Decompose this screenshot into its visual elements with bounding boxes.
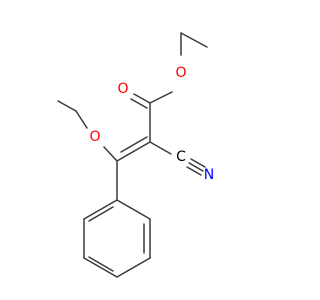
bond-ethyl-ch3-ch2 xyxy=(180,32,208,48)
bond-methoxy-ch3 xyxy=(75,110,88,129)
bond-ring-1 xyxy=(116,199,151,220)
atom-methoxy-oxygen: O xyxy=(89,129,100,145)
bond-alpha-beta-double-1 xyxy=(116,141,151,162)
bond-ring-inner-3 xyxy=(88,206,114,222)
atom-ester-oxygen: O xyxy=(175,65,186,81)
bond-ring-6 xyxy=(83,199,118,220)
bond-ring-3 xyxy=(116,257,151,278)
bond-carbonyl-double-1 xyxy=(133,93,151,104)
atom-carbonyl-oxygen: O xyxy=(117,81,128,97)
bond-nitrile-triple-3 xyxy=(190,158,206,168)
structure-diagram: O O O C N xyxy=(57,32,215,278)
bond-nitrile-triple-1 xyxy=(188,162,204,172)
atom-nitrile-nitrogen: N xyxy=(204,167,214,183)
bond-alpha-nitrile xyxy=(149,141,172,155)
bond-beta-methoxy-o xyxy=(103,146,118,162)
bond-ester-o-c xyxy=(149,91,173,104)
bond-ring-4 xyxy=(83,257,118,278)
bond-nitrile-triple-2 xyxy=(186,166,202,176)
bond-carbonyl-double-2 xyxy=(130,98,148,109)
bond-alpha-beta-double-2 xyxy=(120,136,148,153)
bond-methyl-end xyxy=(57,100,77,112)
bond-ring-inner-2 xyxy=(88,256,114,272)
atom-nitrile-carbon: C xyxy=(176,149,186,165)
